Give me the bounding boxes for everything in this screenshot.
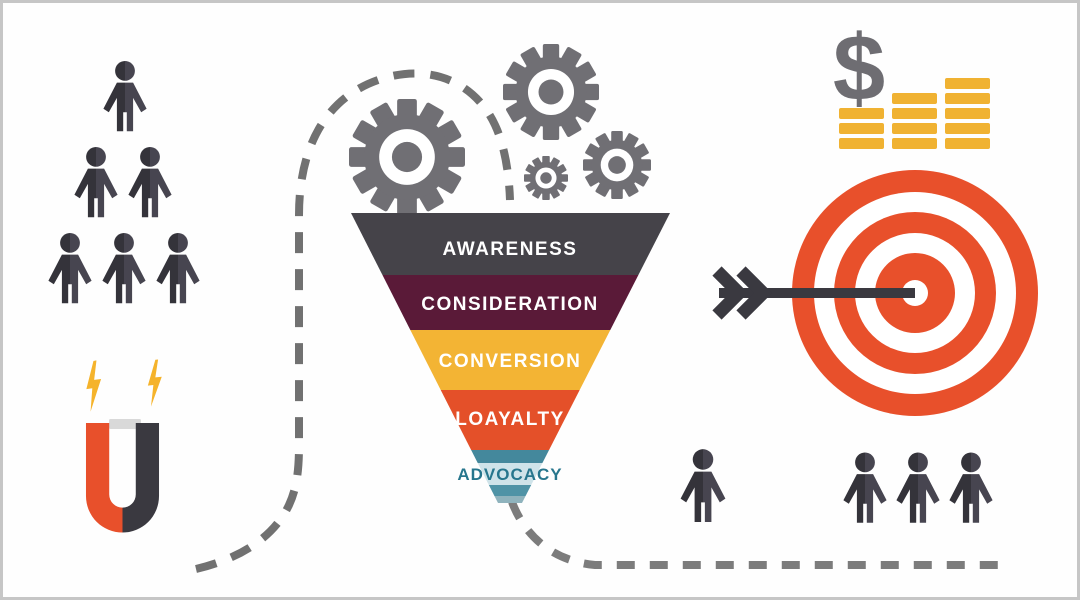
coin bbox=[945, 78, 990, 89]
target-icon bbox=[712, 170, 1038, 416]
journey-dashed-path bbox=[195, 69, 1011, 573]
journey-path-left bbox=[195, 69, 514, 573]
arrow-fletching bbox=[736, 266, 773, 320]
funnel-stage-advocacy-stripe bbox=[351, 496, 670, 503]
person-icon bbox=[48, 233, 92, 304]
funnel-label-awareness: AWARENESS bbox=[443, 239, 578, 260]
audience-pyramid bbox=[48, 61, 200, 304]
journey-path-right bbox=[508, 500, 1011, 569]
person-icon bbox=[128, 147, 172, 218]
scene-svg: AWARENESS CONSIDERATION CONVERSION LOAYA… bbox=[48, 15, 1038, 573]
single-customer bbox=[680, 449, 726, 522]
arrow-shaft bbox=[719, 288, 915, 298]
person-icon bbox=[74, 147, 118, 218]
coin-stack bbox=[839, 108, 884, 149]
coin bbox=[892, 93, 937, 104]
funnel-stage-awareness bbox=[351, 213, 670, 275]
coin bbox=[945, 93, 990, 104]
gear-icon bbox=[349, 99, 465, 215]
coin bbox=[945, 138, 990, 149]
lightning-icon bbox=[82, 360, 106, 412]
coin bbox=[839, 123, 884, 134]
coin bbox=[892, 138, 937, 149]
funnel-label-consideration: CONSIDERATION bbox=[421, 294, 598, 315]
person-icon bbox=[156, 233, 200, 304]
lightning-icon bbox=[145, 359, 165, 407]
arrow-fletching bbox=[712, 266, 749, 320]
coin-stack bbox=[892, 93, 937, 149]
money-icon: $ bbox=[833, 15, 990, 149]
coin bbox=[945, 123, 990, 134]
coin bbox=[892, 108, 937, 119]
funnel-label-advocacy: ADVOCACY bbox=[457, 465, 562, 484]
funnel-stage-advocacy-stripe bbox=[351, 450, 670, 463]
funnel-stage-advocacy-stripe bbox=[351, 485, 670, 496]
person-icon bbox=[896, 452, 940, 523]
funnel-label-loyalty: LOAYALTY bbox=[455, 409, 565, 430]
coin bbox=[892, 123, 937, 134]
person-icon bbox=[102, 233, 146, 304]
magnet-icon bbox=[82, 359, 165, 533]
coin bbox=[945, 108, 990, 119]
coin-stack bbox=[945, 78, 990, 149]
gear-icon bbox=[583, 131, 651, 199]
marketing-funnel: AWARENESS CONSIDERATION CONVERSION LOAYA… bbox=[351, 213, 670, 503]
dollar-sign: $ bbox=[833, 15, 885, 120]
person-icon bbox=[949, 452, 993, 523]
coin bbox=[839, 108, 884, 119]
gear-icon bbox=[503, 44, 599, 140]
arrow-icon bbox=[712, 266, 915, 320]
magnet-left-pole bbox=[85, 423, 123, 533]
person-icon bbox=[680, 449, 726, 522]
funnel-label-conversion: CONVERSION bbox=[439, 351, 582, 372]
person-icon bbox=[103, 61, 147, 132]
magnet-right-pole bbox=[122, 423, 160, 533]
advocates-group bbox=[843, 452, 993, 523]
magnet-keeper-plate bbox=[109, 419, 141, 429]
gear-icon bbox=[524, 156, 568, 200]
person-icon bbox=[843, 452, 887, 523]
coin bbox=[839, 138, 884, 149]
